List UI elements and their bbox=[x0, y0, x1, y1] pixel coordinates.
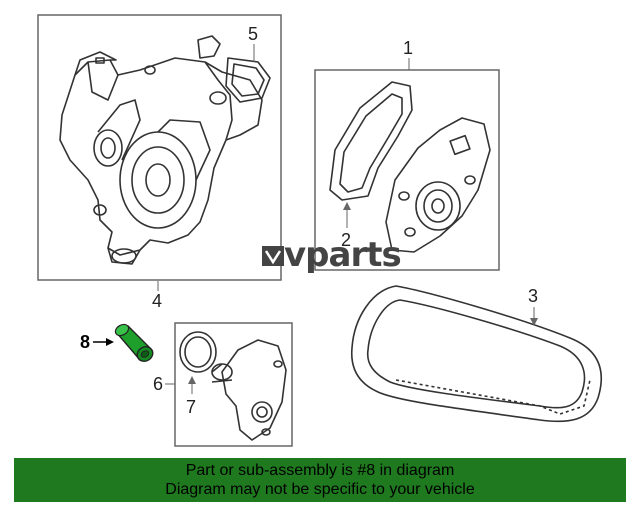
housing-assembly-drawing bbox=[59, 35, 271, 265]
box-housing-assembly bbox=[37, 14, 282, 281]
callout-6: 6 bbox=[153, 374, 163, 394]
banner-line-disclaimer: Diagram may not be specific to your vehi… bbox=[165, 481, 475, 498]
callout-7: 7 bbox=[186, 397, 196, 417]
belt-drawing bbox=[351, 285, 602, 423]
callout-5: 5 bbox=[248, 24, 258, 44]
box-thermostat-housing bbox=[174, 322, 293, 447]
callout-2: 2 bbox=[341, 230, 351, 250]
info-banner: Part or sub-assembly is #8 in diagram Di… bbox=[14, 458, 626, 502]
box-water-pump bbox=[314, 69, 500, 271]
vparts-logo: vparts bbox=[262, 235, 402, 275]
svg-text:vparts: vparts bbox=[284, 235, 401, 275]
water-pump-drawing bbox=[329, 81, 491, 253]
callout-3: 3 bbox=[528, 286, 538, 306]
callout-1: 1 bbox=[403, 38, 413, 58]
banner-line-part: Part or sub-assembly is #8 in diagram bbox=[185, 462, 455, 479]
parts-diagram: 4 5 1 2 vparts 3 bbox=[37, 14, 602, 447]
callout-4: 4 bbox=[152, 291, 162, 311]
thermostat-housing-drawing bbox=[179, 331, 287, 441]
part-8-connector-highlighted[interactable] bbox=[113, 322, 155, 364]
callout-8: 8 bbox=[80, 332, 90, 352]
